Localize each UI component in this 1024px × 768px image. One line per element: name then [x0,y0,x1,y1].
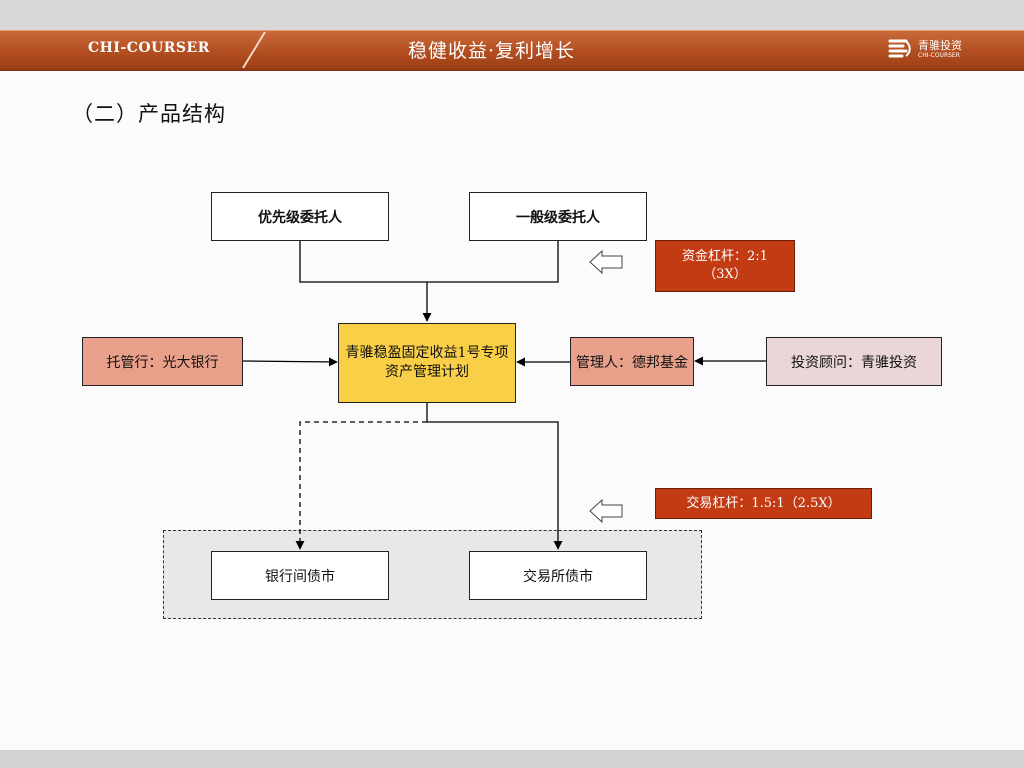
trading-leverage-label: 交易杠杆：1.5:1（2.5X） [686,495,841,511]
footer-bar [0,750,1024,768]
plan-line2: 资产管理计划 [385,364,469,380]
funding-leverage-line2: （3X） [703,267,747,282]
top-strip [0,0,1024,30]
section-title: （二）产品结构 [72,102,226,126]
asset-management-plan-box: 青骓稳盈固定收益1号专项 资产管理计划 [338,323,516,403]
priority-trustee-box: 优先级委托人 [211,192,389,241]
logo-company-name: 青骓投资 [918,39,962,52]
brand-text: CHI-COURSER [88,40,210,56]
logo-company-sub: CHI-COURSER [918,52,960,59]
manager-box: 管理人：德邦基金 [570,337,694,386]
interbank-market-box: 银行间债市 [211,551,389,600]
general-trustee-box: 一般级委托人 [469,192,647,241]
advisor-box: 投资顾问：青骓投资 [766,337,942,386]
header-banner: CHI-COURSER 稳健收益·复利增长 青骓投资 CHI-COURSER [0,30,1024,71]
custodian-to-plan-arrow [242,357,338,367]
exchange-market-box: 交易所债市 [469,551,647,600]
plan-to-interbank-arrow [295,421,427,550]
funding-leverage-pointer-icon [589,249,623,275]
tagline: 稳健收益·复利增长 [408,40,576,62]
priority-trustee-connector [299,240,427,283]
general-trustee-connector [427,240,559,283]
custodian-box: 托管行：光大银行 [82,337,243,386]
plan-to-exchange-arrow [427,421,563,550]
trading-leverage-box: 交易杠杆：1.5:1（2.5X） [655,488,872,519]
plan-line1: 青骓稳盈固定收益1号专项 [345,345,509,361]
funding-leverage-line1: 资金杠杆：2:1 [682,249,768,264]
header-slash-decoration [242,31,266,69]
company-logo-icon [888,39,911,58]
funding-leverage-box: 资金杠杆：2:1 （3X） [655,240,795,292]
trading-leverage-pointer-icon [589,498,623,524]
